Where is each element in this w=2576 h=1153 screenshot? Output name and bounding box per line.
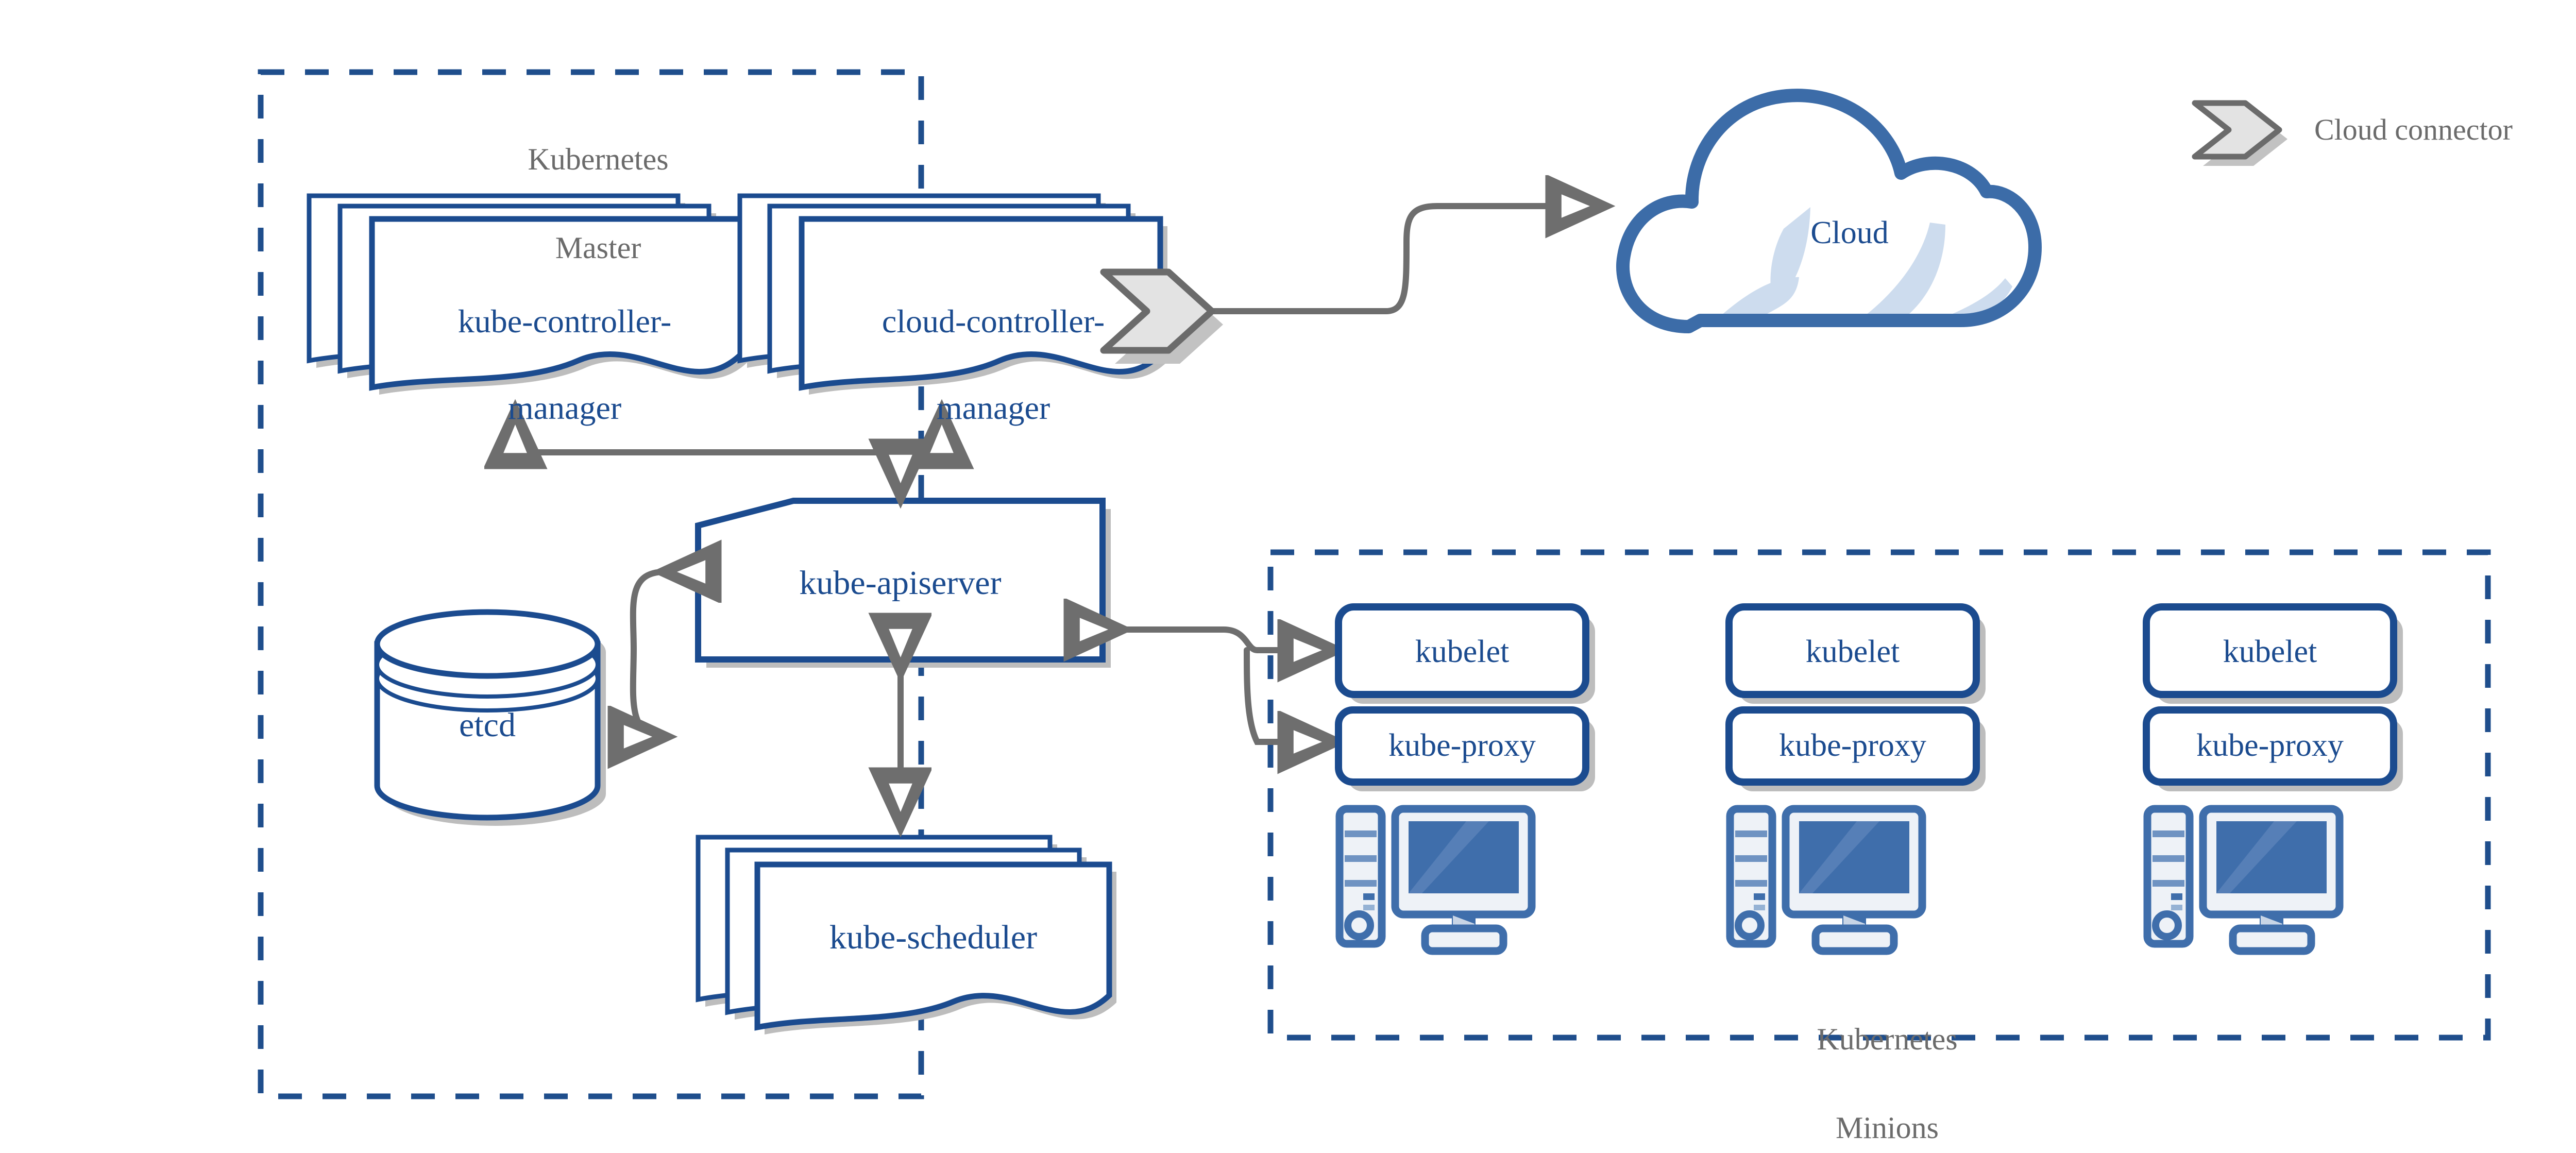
cloud-controller-manager-node[interactable]	[737, 193, 1167, 395]
minion-2-kube-proxy-label: kube-proxy	[1779, 728, 1926, 763]
connector-cloud-connector-to-cloud	[1192, 206, 1602, 314]
connector-group	[515, 206, 1602, 824]
kubernetes-minions-group-box	[1267, 549, 2491, 1041]
kube-apiserver-label: kube-apiserver	[799, 564, 1002, 602]
cloud-connector-icon[interactable]	[1100, 268, 1223, 364]
kube-controller-manager-node[interactable]	[307, 193, 748, 395]
kubernetes-master-label: Kubernetes Master	[528, 142, 669, 265]
minion-3-kubelet-box[interactable]	[2143, 603, 2403, 704]
minion-2-kubelet-label: kubelet	[1805, 634, 1900, 669]
connector-apiserver-to-etcd	[633, 572, 665, 737]
cloud-label: Cloud	[1810, 215, 1889, 250]
cloud-node[interactable]	[1616, 89, 2042, 333]
minion-2-computer-icon	[1726, 805, 1926, 955]
minion-1-kube-proxy-box[interactable]	[1335, 706, 1595, 791]
kubernetes-minions-label: Kubernetes Minions	[1817, 1022, 1958, 1145]
etcd-node[interactable]	[374, 609, 606, 826]
minion-2-kube-proxy-box[interactable]	[1725, 706, 1986, 791]
kube-apiserver-node[interactable]	[695, 498, 1111, 668]
minion-3-kubelet-label: kubelet	[2223, 634, 2317, 669]
kube-controller-manager-label: kube-controller- manager	[457, 303, 672, 426]
connector-apiserver-to-kube-proxy	[1244, 647, 1334, 742]
minion-1-computer-icon	[1335, 805, 1536, 955]
minion-1-kube-proxy-label: kube-proxy	[1388, 728, 1536, 763]
minion-3-kube-proxy-label: kube-proxy	[2196, 728, 2344, 763]
etcd-label: etcd	[459, 706, 516, 744]
cloud-controller-manager-label: cloud-controller- manager	[882, 303, 1105, 426]
minion-1-kubelet-box[interactable]	[1335, 603, 1595, 704]
kube-scheduler-label: kube-scheduler	[829, 919, 1038, 956]
connector-apiserver-to-kubelet	[1121, 630, 1334, 650]
minion-2-kubelet-box[interactable]	[1725, 603, 1986, 704]
legend-cloud-connector-label: Cloud connector	[2314, 113, 2513, 146]
minion-1-kubelet-label: kubelet	[1415, 634, 1510, 669]
minion-3-kube-proxy-box[interactable]	[2143, 706, 2403, 791]
legend-cloud-connector-icon	[2192, 100, 2287, 166]
minion-3-computer-icon	[2143, 805, 2344, 955]
kube-scheduler-node[interactable]	[696, 835, 1116, 1035]
